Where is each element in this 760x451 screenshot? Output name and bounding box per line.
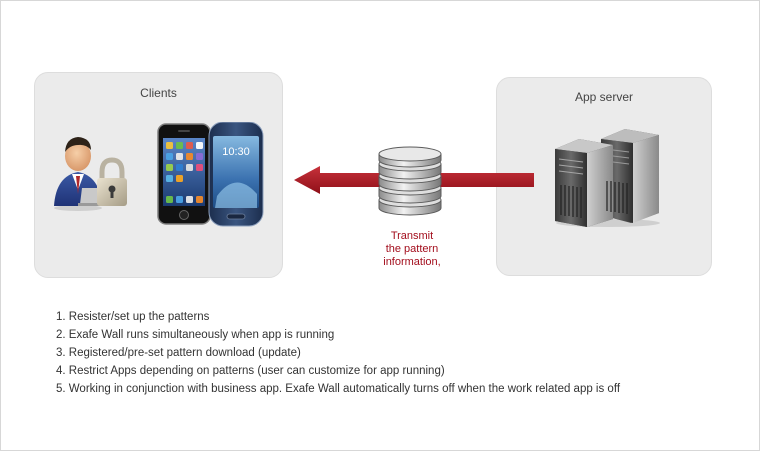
steps-list: 1. Resister/set up the patterns 2. Exafe… (56, 308, 620, 398)
user-with-lock-icon (54, 137, 127, 211)
step-item: 3. Registered/pre-set pattern download (… (56, 347, 301, 359)
app-grid (166, 142, 203, 203)
app-server-icon (555, 129, 660, 227)
phone-time: 10:30 (222, 146, 250, 158)
step-item: 1. Resister/set up the patterns (56, 311, 210, 323)
step-item: 5. Working in conjunction with business … (56, 383, 621, 395)
pattern-database-icon (378, 146, 442, 216)
step-item: 2. Exafe Wall runs simultaneously when a… (56, 329, 335, 341)
caption-line: Transmit (390, 230, 434, 242)
smartphones-icon: 10:30 (157, 122, 264, 227)
app-server-title: App server (574, 90, 634, 104)
caption-line: the pattern (385, 243, 439, 255)
step-item: 4. Restrict Apps depending on patterns (… (56, 365, 445, 377)
clients-title: Clients (140, 86, 177, 100)
transmit-caption: Transmit the pattern information, (352, 230, 472, 269)
caption-line: information, (383, 256, 441, 268)
